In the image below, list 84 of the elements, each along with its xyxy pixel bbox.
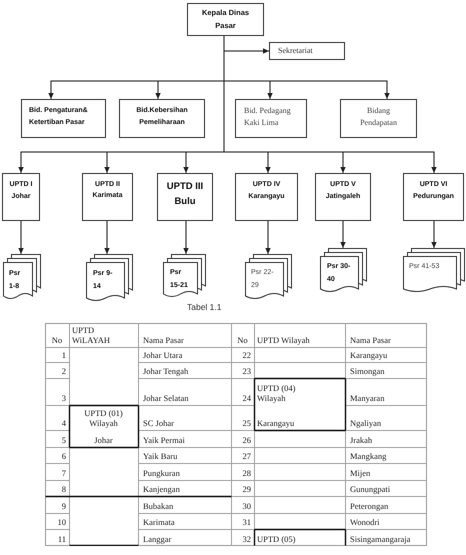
market-name: Ngaliyan: [350, 418, 382, 429]
market-name: Wonodri: [350, 517, 380, 528]
market-name: Johar Utara: [143, 350, 182, 361]
row-number: 7: [62, 468, 66, 479]
arrow: [431, 220, 437, 248]
row-number: 22: [242, 350, 251, 361]
market-name: Karangayu: [350, 350, 388, 361]
market-name: Yaik Baru: [143, 451, 178, 462]
row-number: 9: [62, 501, 66, 512]
row-number: 25: [242, 418, 251, 429]
market-name: Sisingamangaraja: [350, 534, 410, 545]
row-number: 26: [242, 435, 251, 446]
row-number: 5: [62, 435, 66, 446]
row-number: 23: [242, 366, 251, 377]
org-box: [235, 173, 298, 221]
column-header: Nama Pasar: [350, 335, 391, 346]
document-stack: [245, 254, 292, 300]
org-box: [403, 173, 464, 221]
column-header: No: [237, 335, 248, 346]
document-stack: [163, 254, 206, 298]
region-name: UPTD (05): [257, 534, 296, 545]
market-name: Simongan: [350, 366, 384, 377]
box-label: UPTD III Bulu: [166, 180, 204, 210]
row-number: 32: [242, 534, 251, 545]
column-header: No: [52, 335, 62, 346]
document-stack: [403, 248, 465, 293]
org-box: [235, 99, 307, 138]
market-name: Peterongan: [350, 501, 388, 512]
document-stack: [86, 254, 133, 302]
market-name: Mijen: [350, 468, 370, 479]
region-name: Johar: [94, 435, 113, 446]
row-number: 1: [62, 350, 66, 361]
document-stack: [3, 254, 41, 300]
market-name: Langgar: [143, 534, 172, 545]
org-box: [2, 173, 40, 221]
row-number: 6: [62, 451, 66, 462]
column-header: UPTD Wilayah: [257, 335, 310, 346]
org-box: [269, 42, 345, 60]
arrow: [18, 220, 24, 254]
org-box: [315, 173, 371, 221]
market-name: Jrakah: [350, 435, 372, 446]
org-box: [187, 3, 264, 36]
org-box: [21, 99, 106, 138]
row-number: 29: [242, 484, 251, 495]
row-number: 2: [62, 366, 66, 377]
market-name: Pungkuran: [143, 468, 180, 479]
market-name: Johar Selatan: [143, 393, 189, 404]
document-stack: [320, 248, 367, 293]
row-number: 3: [62, 393, 66, 404]
market-name: Johar Tengah: [143, 366, 188, 377]
row-number: 30: [242, 501, 251, 512]
market-name: Kanjengan: [143, 484, 180, 495]
arrow: [104, 220, 110, 254]
market-name: Manyaran: [350, 393, 384, 404]
row-number: 31: [242, 517, 251, 528]
org-box: [119, 99, 205, 138]
box-label: Bid. Pedagang Kaki Lima: [244, 105, 292, 129]
row-number: 24: [242, 393, 251, 404]
region-name: UPTD (01) Wilayah: [83, 408, 124, 429]
market-name: Gunungpati: [350, 484, 390, 495]
org-box: [157, 173, 213, 221]
arrow: [265, 220, 271, 254]
market-name: Mangkang: [350, 451, 386, 462]
row-number: 28: [242, 468, 251, 479]
column-header: UPTD WiLAYAH: [72, 324, 112, 346]
org-box: [340, 99, 417, 138]
row-number: 4: [62, 418, 66, 429]
table-caption: Tabel 1.1: [187, 302, 222, 312]
region-name: UPTD (04) Wilayah: [257, 382, 296, 404]
row-number: 8: [62, 484, 66, 495]
market-name: SC Johar: [143, 418, 174, 429]
arrow: [340, 220, 346, 248]
box-label: Sekretariat: [278, 45, 314, 56]
box-label: Bidang Pendapatan: [359, 105, 398, 129]
arrow: [183, 220, 189, 254]
row-number: 11: [58, 534, 66, 545]
market-name: Bubakan: [143, 501, 174, 512]
region-name: Karangayu: [257, 418, 294, 429]
market-name: Karimata: [143, 517, 175, 528]
row-number: 27: [242, 451, 251, 462]
column-header: Nama Pasar: [143, 335, 184, 346]
org-box: [82, 173, 133, 221]
row-number: 10: [58, 517, 66, 528]
market-name: Yaik Permai: [143, 435, 185, 446]
